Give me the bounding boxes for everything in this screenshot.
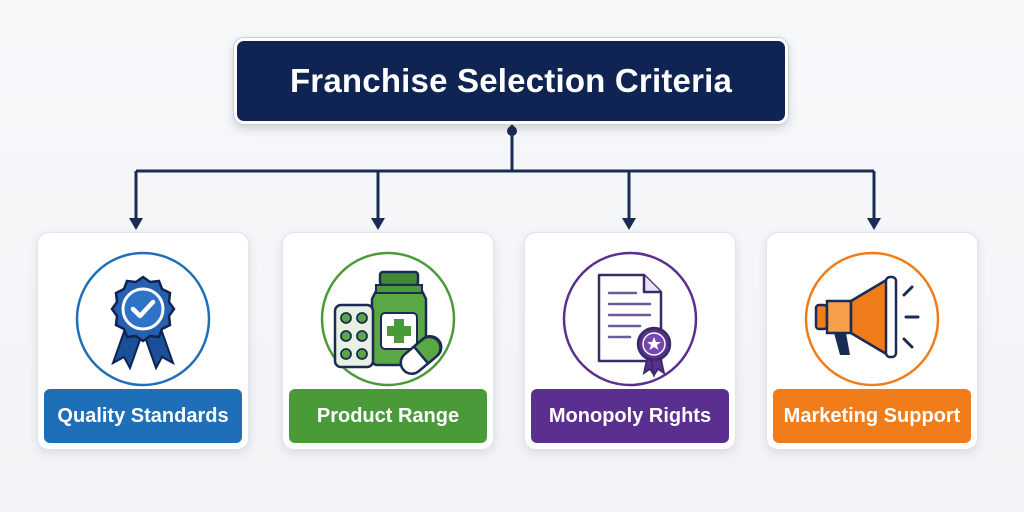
arrowhead-1 xyxy=(129,218,143,230)
arrowhead-4 xyxy=(867,218,881,230)
criterion-card-monopoly-rights: Monopoly Rights xyxy=(524,232,736,450)
criterion-label-monopoly-rights: Monopoly Rights xyxy=(531,389,729,443)
criterion-card-product-range: Product Range xyxy=(282,232,494,450)
criterion-label-quality-standards: Quality Standards xyxy=(44,389,242,443)
junction-dot xyxy=(507,126,517,136)
criterion-label-marketing-support: Marketing Support xyxy=(773,389,971,443)
megaphone-icon xyxy=(802,249,942,389)
arrowhead-2 xyxy=(371,218,385,230)
diagram-title: Franchise Selection Criteria xyxy=(234,38,788,124)
certificate-document-seal-icon xyxy=(560,249,700,389)
arrowhead-3 xyxy=(622,218,636,230)
criterion-label-product-range: Product Range xyxy=(289,389,487,443)
criterion-card-marketing-support: Marketing Support xyxy=(766,232,978,450)
award-ribbon-checkmark-icon xyxy=(73,249,213,389)
criterion-card-quality-standards: Quality Standards xyxy=(37,232,249,450)
medicine-bottle-pills-icon xyxy=(318,249,458,389)
